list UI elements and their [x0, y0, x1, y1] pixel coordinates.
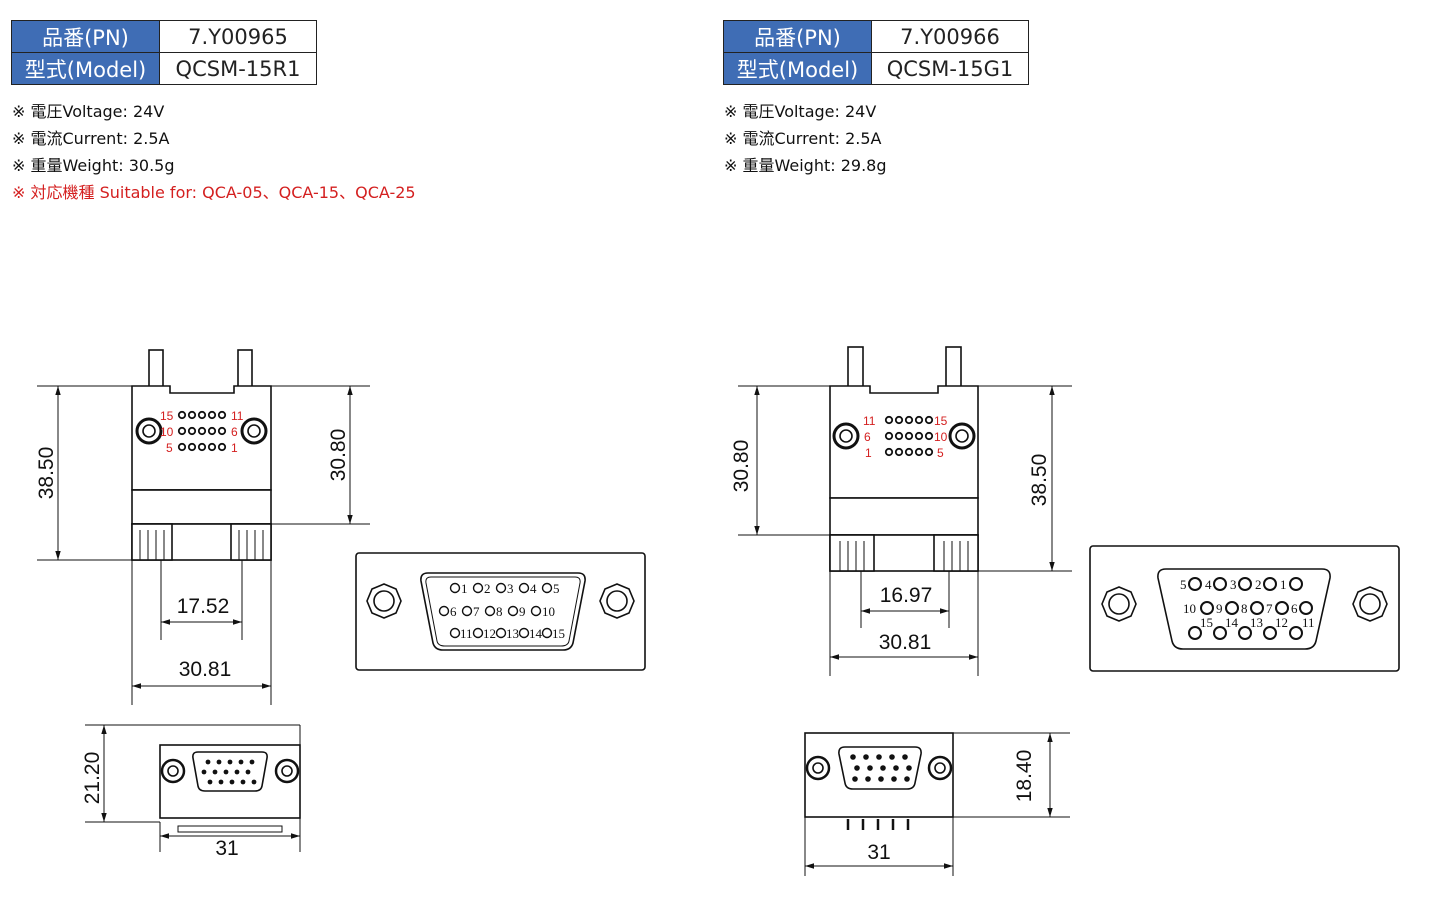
right-bottom-view — [804, 732, 954, 830]
dim-height-total: 38.50 — [35, 447, 58, 500]
right-bottom-dimension-lines — [804, 732, 1070, 876]
pin-label: 15 — [160, 409, 174, 423]
pn-label: 品番(PN) — [11, 20, 160, 53]
left-bottom-view — [159, 744, 301, 833]
pin-label: 11 — [863, 414, 876, 428]
face-pin-label: 3 — [507, 581, 514, 596]
face-pin-label: 14 — [529, 626, 543, 641]
pn-value: 7.Y00966 — [871, 20, 1029, 53]
face-pin-label: 5 — [1180, 577, 1187, 592]
note-voltage: ※ 電圧Voltage: 24V — [12, 102, 165, 121]
dim-height-body: 30.80 — [327, 429, 350, 482]
face-pin-label: 14 — [1225, 615, 1239, 630]
left-dimension-lines — [37, 385, 370, 705]
face-pin-label: 9 — [1216, 601, 1223, 616]
pin-label: 1 — [231, 441, 238, 455]
face-pin-label: 4 — [530, 581, 537, 596]
face-pin-label: 10 — [1183, 601, 1196, 616]
model-value: QCSM-15G1 — [871, 52, 1029, 85]
right-dimension-lines — [738, 385, 1072, 676]
face-pin-label: 13 — [1250, 615, 1263, 630]
face-pin-label: 12 — [1275, 615, 1288, 630]
pin-label: 11 — [231, 409, 244, 423]
face-pin-label: 4 — [1205, 577, 1212, 592]
face-pin-label: 12 — [483, 626, 496, 641]
face-pin-label: 1 — [461, 581, 468, 596]
face-pin-label: 8 — [496, 604, 503, 619]
pin-label: 6 — [231, 425, 238, 439]
face-pin-label: 2 — [1255, 577, 1262, 592]
model-label: 型式(Model) — [11, 52, 160, 85]
pin-label: 5 — [937, 446, 944, 460]
face-pin-label: 13 — [506, 626, 519, 641]
pin-label: 6 — [864, 430, 871, 444]
face-pin-label: 7 — [473, 604, 480, 619]
pin-label: 1 — [865, 446, 872, 460]
dim-height-total: 38.50 — [1028, 454, 1051, 507]
right-bottom-pins — [850, 754, 912, 782]
note-current: ※ 電流Current: 2.5A — [724, 129, 882, 148]
face-pin-label: 5 — [553, 581, 560, 596]
pn-label: 品番(PN) — [723, 20, 872, 53]
dim-bottom-height: 21.20 — [81, 752, 104, 805]
dim-inner-width: 16.97 — [880, 584, 933, 607]
dim-width: 30.81 — [179, 658, 232, 681]
face-pin-label: 1 — [1280, 577, 1287, 592]
face-pin-label: 9 — [519, 604, 526, 619]
left-front-face — [355, 552, 646, 671]
note-weight: ※ 重量Weight: 29.8g — [724, 156, 887, 175]
spec-table-left: 品番(PN) 7.Y00965 型式(Model) QCSM-15R1 — [11, 20, 317, 85]
face-pin-label: 15 — [552, 626, 565, 641]
dim-width: 30.81 — [879, 631, 932, 654]
dim-bottom-width: 31 — [215, 837, 238, 860]
pin-label: 5 — [166, 441, 173, 455]
dim-bottom-width: 31 — [867, 841, 890, 864]
face-pin-label: 3 — [1230, 577, 1237, 592]
pin-label: 15 — [934, 414, 948, 428]
face-pin-label: 10 — [542, 604, 555, 619]
left-side-view — [131, 349, 272, 561]
face-pin-label: 11 — [460, 626, 473, 641]
right-face-pins — [1188, 577, 1313, 640]
note-weight: ※ 重量Weight: 30.5g — [12, 156, 175, 175]
face-pin-label: 11 — [1302, 615, 1315, 630]
spec-notes-right: ※ 電圧Voltage: 24V ※ 電流Current: 2.5A ※ 重量W… — [724, 98, 887, 179]
right-front-face — [1089, 545, 1400, 672]
left-bottom-pins — [201, 759, 257, 785]
pin-label: 10 — [934, 430, 948, 444]
face-pin-label: 6 — [1291, 601, 1298, 616]
spec-table-right: 品番(PN) 7.Y00966 型式(Model) QCSM-15G1 — [723, 20, 1029, 85]
face-pin-label: 15 — [1200, 615, 1213, 630]
model-value: QCSM-15R1 — [159, 52, 317, 85]
model-label: 型式(Model) — [723, 52, 872, 85]
note-compatible: ※ 対応機種 Suitable for: QCA-05、QCA-15、QCA-2… — [12, 183, 416, 202]
left-bottom-dimension-lines — [85, 724, 301, 852]
face-pin-label: 8 — [1241, 601, 1248, 616]
note-voltage: ※ 電圧Voltage: 24V — [724, 102, 877, 121]
dim-height-body: 30.80 — [730, 440, 753, 493]
right-side-view — [829, 346, 979, 572]
note-current: ※ 電流Current: 2.5A — [12, 129, 170, 148]
left-face-pins — [438, 582, 553, 639]
dim-inner-width: 17.52 — [177, 595, 230, 618]
face-pin-label: 2 — [484, 581, 491, 596]
pin-label: 10 — [160, 425, 174, 439]
face-pin-label: 7 — [1266, 601, 1273, 616]
face-pin-label: 6 — [450, 604, 457, 619]
dim-bottom-height: 18.40 — [1013, 750, 1036, 803]
spec-notes-left: ※ 電圧Voltage: 24V ※ 電流Current: 2.5A ※ 重量W… — [12, 98, 416, 206]
